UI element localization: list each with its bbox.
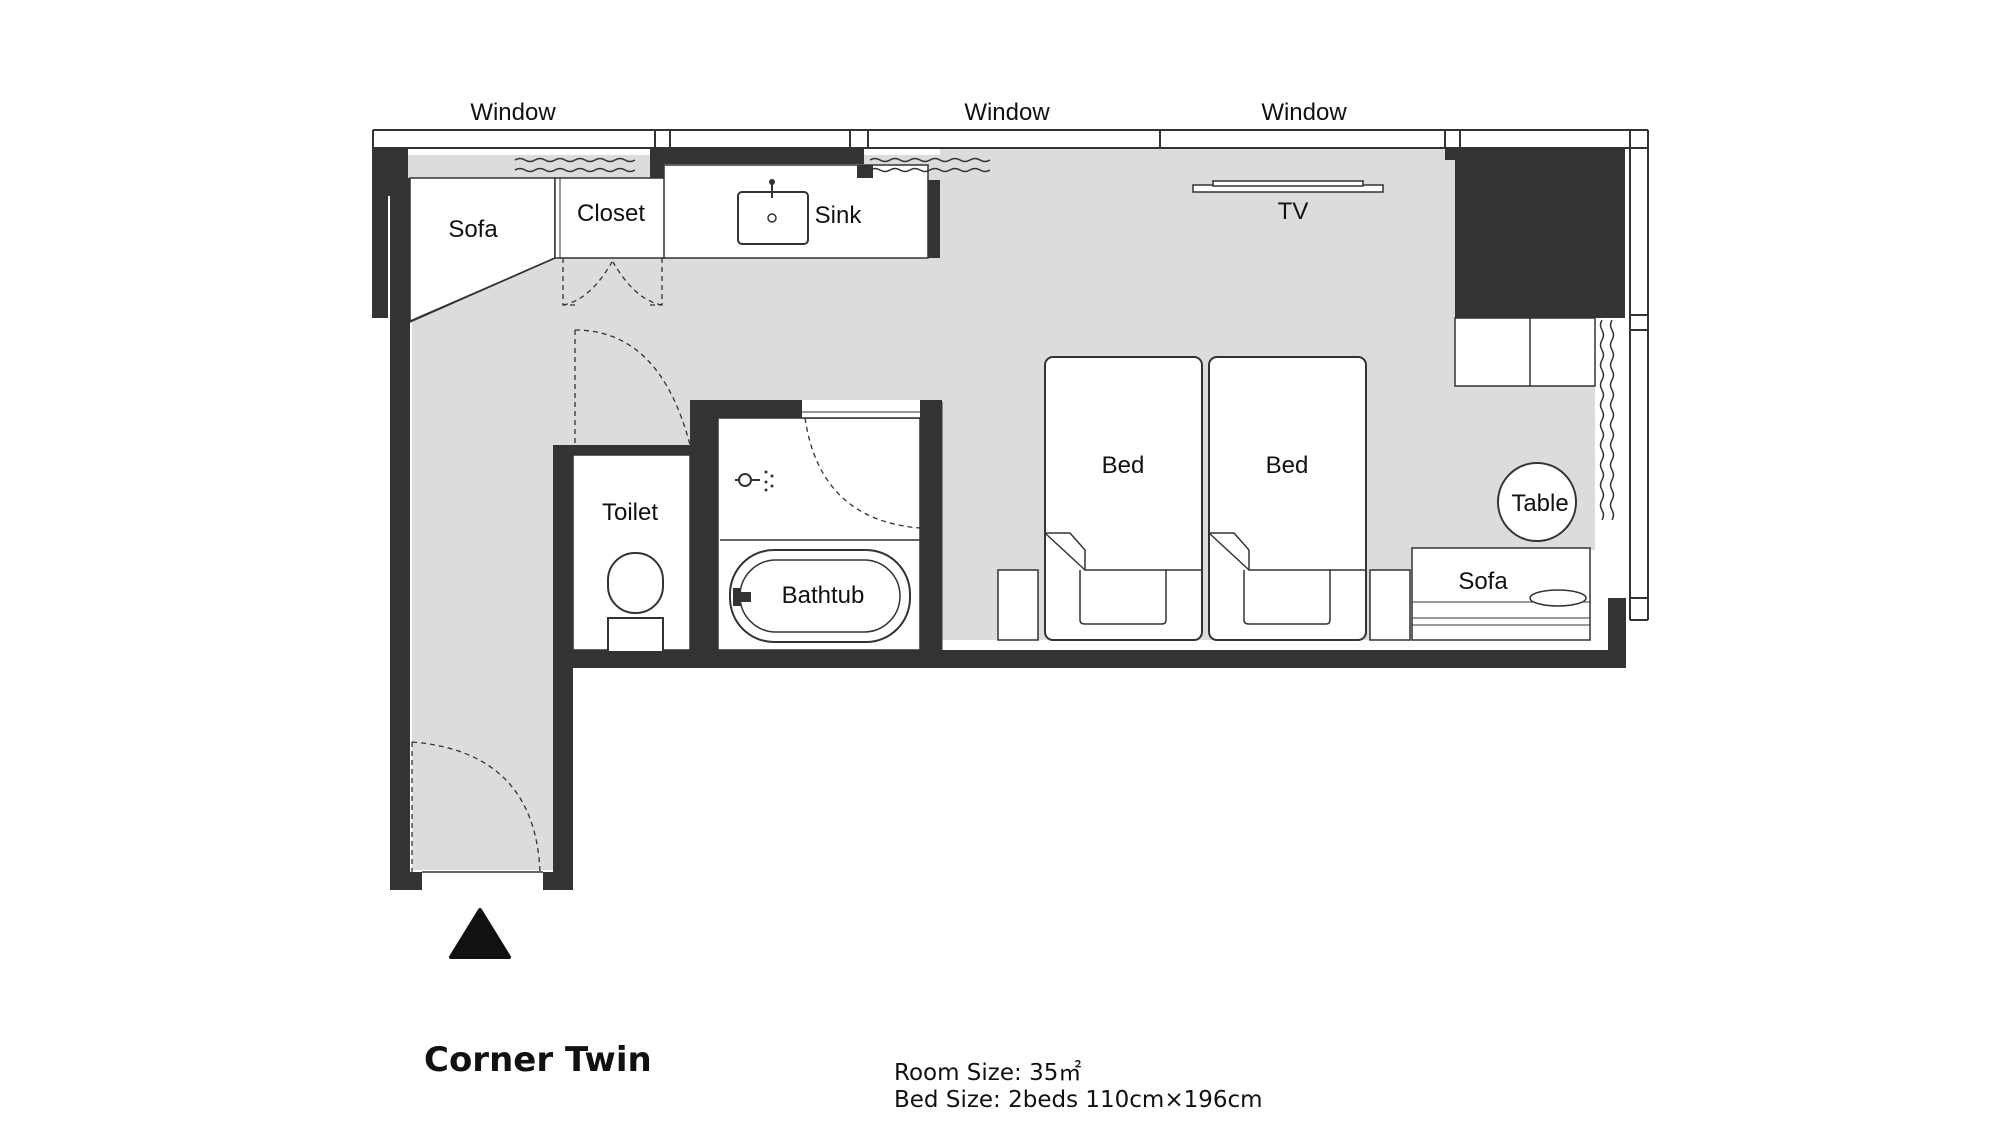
bed-size-text: Bed Size: 2beds 110cm×196cm (894, 1087, 1263, 1113)
table (1497, 462, 1577, 542)
sofa-room (1411, 547, 1591, 641)
sink-label: Sink (815, 202, 863, 229)
walls (372, 148, 1626, 890)
shower-head-icon (735, 470, 774, 492)
labels: Window Window Window Sofa Closet Sink TV… (448, 99, 1568, 609)
entrance-arrow-icon (449, 908, 511, 959)
tv-label: TV (1278, 198, 1309, 225)
entry-closet-area (407, 164, 929, 324)
entrance-door (411, 741, 543, 873)
nightstands (997, 569, 1411, 641)
desk (1454, 317, 1596, 387)
bed-1 (1044, 356, 1203, 641)
sofa-room-label: Sofa (1458, 568, 1508, 595)
bathtub-label: Bathtub (782, 582, 865, 609)
room-size-text: Room Size: 35㎡ (894, 1060, 1082, 1086)
closet-label: Closet (577, 200, 645, 227)
sofa-entry-label: Sofa (448, 216, 498, 243)
window-frames (372, 129, 1649, 621)
table-label: Table (1511, 490, 1568, 517)
tv (1192, 180, 1384, 193)
bathtub-faucet-icon (733, 588, 751, 606)
toilet-room (572, 454, 691, 653)
sink (737, 179, 809, 245)
bed-2 (1208, 356, 1367, 641)
bed-1-label: Bed (1102, 452, 1145, 479)
room-type-title: Corner Twin (424, 1040, 652, 1080)
bathroom (717, 400, 943, 651)
window-label-2: Window (964, 99, 1050, 126)
closet-doors (562, 258, 691, 446)
toilet-label: Toilet (602, 499, 658, 526)
curtains (514, 157, 1615, 521)
bed-2-label: Bed (1266, 452, 1309, 479)
window-label-3: Window (1261, 99, 1347, 126)
window-label-1: Window (470, 99, 556, 126)
